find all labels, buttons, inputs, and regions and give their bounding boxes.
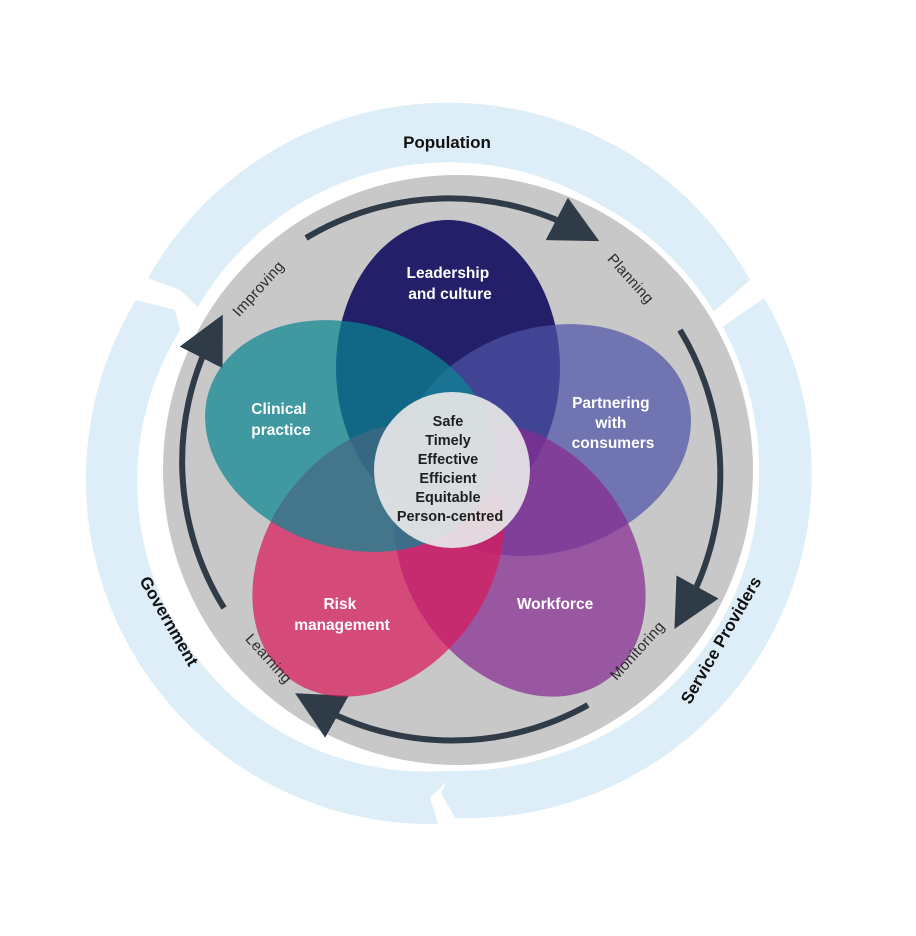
center-circle (374, 392, 530, 548)
arrow-improving-to-planning (304, 195, 600, 242)
outer-ring-segment-service-providers (441, 298, 812, 819)
outer-ring-segment-government (85, 300, 458, 825)
arrow-learning-to-improving (179, 314, 227, 610)
outer-ring (85, 102, 812, 825)
petal-label-leadership: Leadership and culture (406, 265, 493, 303)
petal-label-clinical: Clinical practice (251, 401, 311, 439)
outer-label-population: Population (403, 133, 491, 152)
center-dimensions: Safe Timely Effective Efficient Equitabl… (397, 414, 503, 525)
petal-label-partnering: Partnering with consumers (572, 395, 655, 452)
outer-ring-segment-population (148, 102, 750, 318)
cycle-arrows (179, 195, 724, 744)
arrow-monitoring-to-learning (295, 693, 590, 744)
arrow-planning-to-monitoring (674, 328, 724, 630)
petal-label-risk: Risk management (294, 596, 390, 634)
petal-label-workforce: Workforce (517, 596, 594, 613)
